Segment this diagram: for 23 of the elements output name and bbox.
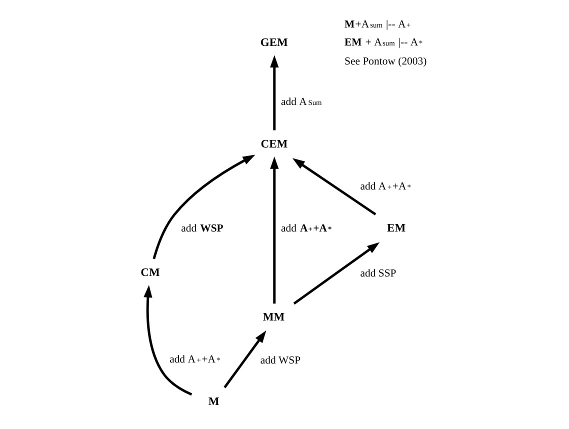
edge-label: add WSP — [260, 354, 301, 366]
arrow — [270, 156, 279, 304]
node-text: GEM — [260, 36, 288, 49]
arrow — [270, 55, 279, 130]
edge-label: add A++A* — [170, 354, 220, 366]
arrow — [224, 330, 266, 388]
arrow — [293, 242, 380, 305]
node-text: CM — [140, 267, 160, 280]
node-text: M — [208, 396, 220, 408]
label: EM + Asum |-- A* — [344, 36, 423, 49]
edge-label: add WSP — [181, 222, 224, 234]
edge-label: add ASum — [280, 96, 322, 108]
node-text: EM — [387, 222, 406, 235]
label: M+Asum |-- A+ — [344, 18, 411, 30]
arrow — [292, 158, 376, 216]
node-text: MM — [262, 312, 285, 324]
label: See Pontow (2003) — [344, 56, 427, 68]
edge-label: add SSP — [360, 268, 396, 280]
node-text: CEM — [260, 138, 288, 150]
arrow — [152, 154, 256, 260]
arrow — [144, 285, 192, 396]
edge-label: add A++A* — [360, 180, 411, 192]
edge-label: add A++A* — [280, 222, 332, 234]
